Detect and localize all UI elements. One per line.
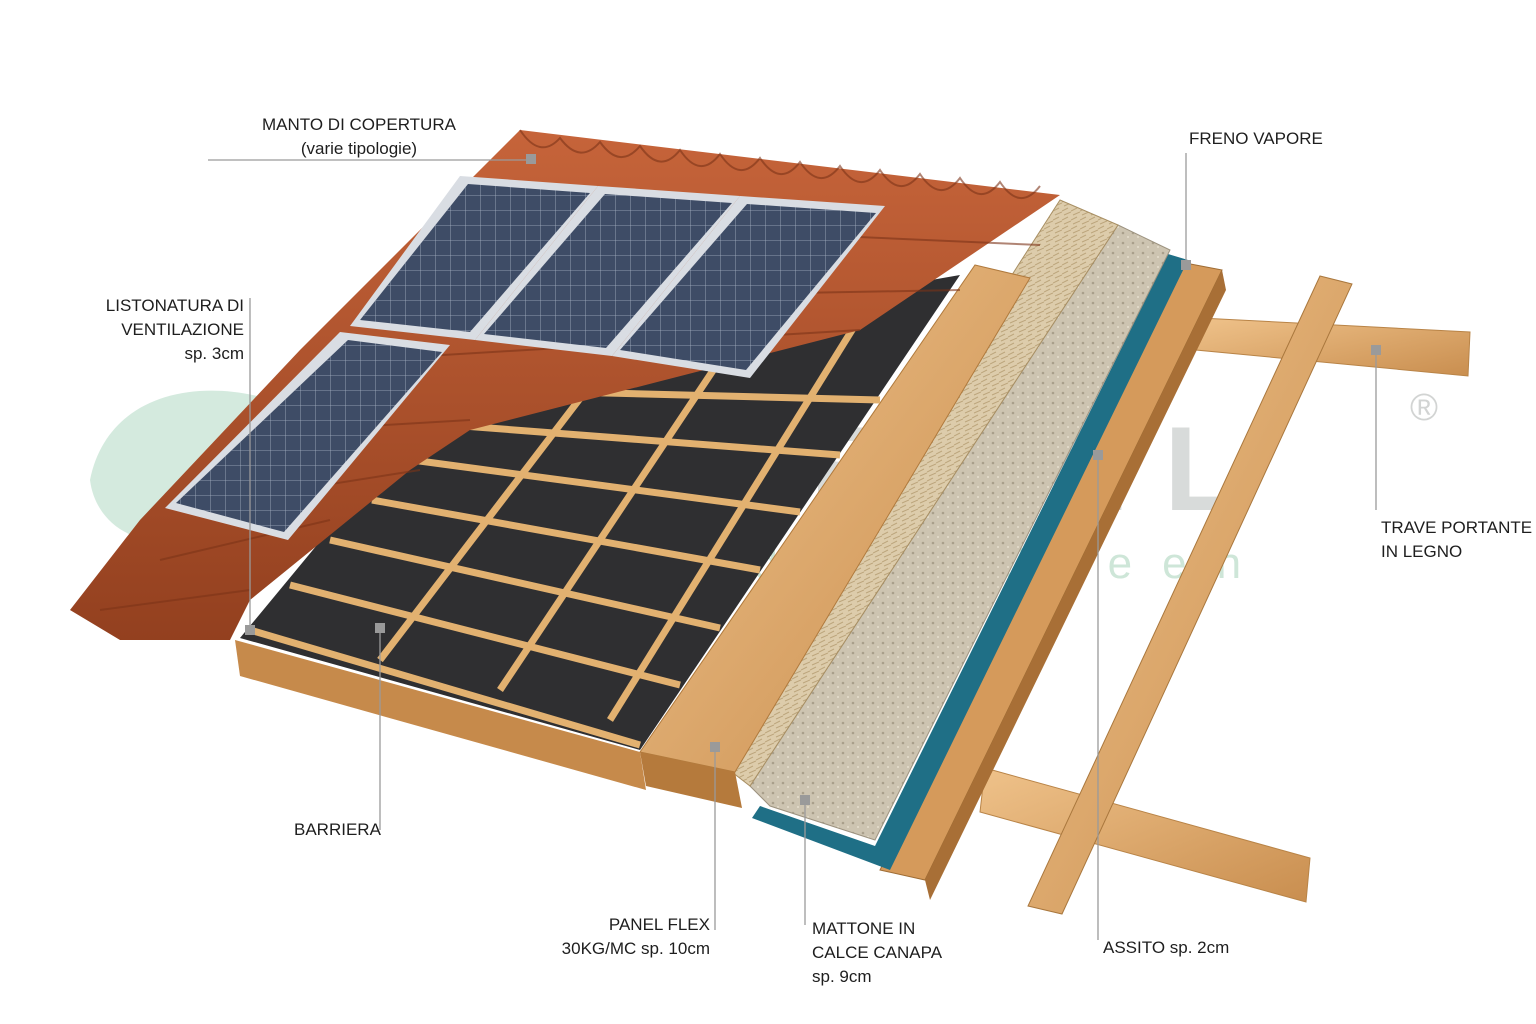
label-trave-portante: TRAVE PORTANTE IN LEGNO xyxy=(1381,518,1533,561)
ventilation-battens xyxy=(249,283,883,749)
label-assito: ASSITO sp. 2cm xyxy=(1103,938,1230,957)
label-manto-di-copertura: MANTO DI COPERTURA (varie tipologie) xyxy=(262,115,456,158)
barrier-membrane xyxy=(240,275,960,750)
watermark-registered-mark: ® xyxy=(1410,387,1438,429)
label-freno-vapore: FRENO VAPORE xyxy=(1189,129,1323,148)
solar-panels xyxy=(165,176,885,540)
label-listonatura-di-ventilazione: LISTONATURA DI VENTILAZIONE sp. 3cm xyxy=(105,296,244,363)
label-panel-flex: PANEL FLEX 30KG/MC sp. 10cm xyxy=(561,915,710,958)
eave-base xyxy=(235,640,646,790)
label-barriera: BARRIERA xyxy=(294,820,381,839)
label-mattone-calce-canapa: MATTONE IN CALCE CANAPA sp. 9cm xyxy=(812,919,943,986)
leader-lines xyxy=(208,153,1377,940)
vapour-barrier xyxy=(752,254,1188,870)
leader-markers xyxy=(245,154,1381,805)
